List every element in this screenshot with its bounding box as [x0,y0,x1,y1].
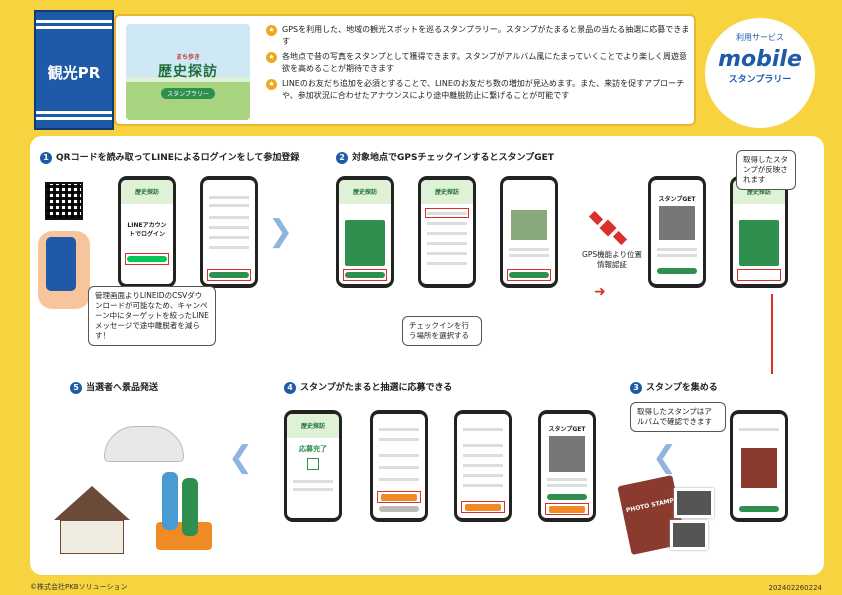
phone-register-form [200,176,258,288]
phone-spot-detail [500,176,558,288]
feature-item: ★各地点で昔の写真をスタンプとして獲得できます。スタンプがアルバム風にたまってい… [266,51,691,75]
arrow-left-icon: ❮ [228,440,254,475]
feature-list: ★GPSを利用した、地域の観光スポットを巡るスタンプラリー。スタンプがたまると景… [266,24,691,105]
service-product: スタンプラリー [728,75,792,85]
gift-icon [307,458,319,470]
hand-phone-illustration [38,231,90,309]
brand-illustration: まち歩き 歴史探訪 スタンプラリー [126,24,250,120]
service-logo: 利用サービス mobile スタンプラリー [705,18,815,128]
feature-item: ★LINEのお友だち追加を必須とすることで、LINEのお友だち数の増加が見込めま… [266,78,691,102]
star-icon: ★ [266,79,277,90]
phone-stamp-detail: スタンプGET [538,410,596,522]
photo-print [674,488,714,518]
album-callout: 取得したスタンプはアルバムで確認できます [630,402,726,432]
gps-label: GPS機能より位置情報認証 [582,250,642,269]
copyright: ©株式会社PKBソリューション [30,583,128,591]
phone-entry-form [454,410,512,522]
phone-entry-confirm [370,410,428,522]
flow-line [771,294,773,374]
star-icon: ★ [266,25,277,36]
reflect-callout: 取得したスタンプが反映されます [736,150,796,190]
arrow-left-icon: ❮ [652,440,678,475]
phone-stamp-grid: 歴史探訪 [336,176,394,288]
overview-box: まち歩き 歴史探訪 スタンプラリー ★GPSを利用した、地域の観光スポットを巡る… [114,14,696,126]
category-label: 観光PR [47,64,101,82]
satellite-icon [588,210,628,246]
phone-entry-complete: 歴史探訪 応募完了 [284,410,342,522]
phone-stamp-reflected: 歴史探訪 [730,176,788,288]
qr-code [45,182,83,220]
brand-logo: まち歩き 歴史探訪 スタンプラリー [158,54,218,99]
phone-login: 歴史探訪 LINEアカウントでログイン [118,176,176,288]
phone-stamp-get: スタンプGET [648,176,706,288]
feature-item: ★GPSを利用した、地域の観光スポットを巡るスタンプラリー。スタンプがたまると景… [266,24,691,48]
phone-spot-list: 歴史探訪 [418,176,476,288]
arrow-right-icon: ➜ [594,284,606,300]
category-badge: 観光PR [34,10,114,130]
checkin-callout: チェックインを行う場所を選択する [402,316,482,346]
service-label: 利用サービス [736,33,784,42]
csv-callout: 管理画面よりLINEIDのCSVダウンロードが可能なため、キャンペーン中にターゲ… [88,286,216,346]
document-code: 202402260224 [768,584,822,592]
phone-album [730,410,788,522]
star-icon: ★ [266,52,277,63]
arrow-right-icon: ❯ [268,214,294,249]
photo-print [670,520,708,550]
tourism-illustration [44,426,224,556]
service-name: mobile [718,47,802,72]
